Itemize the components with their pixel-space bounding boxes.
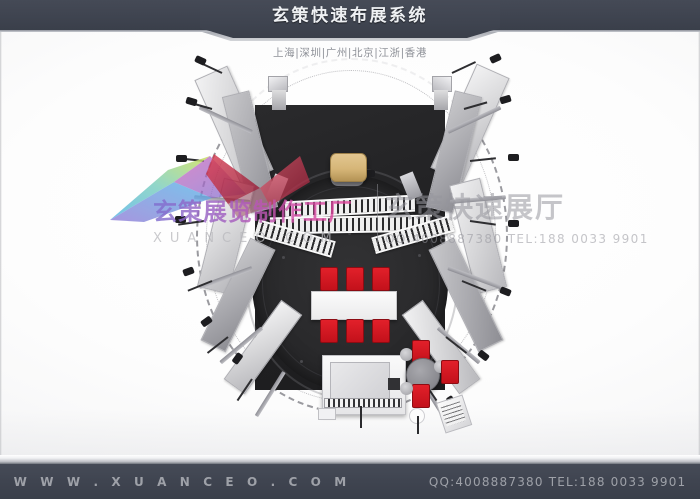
spotlight-head	[499, 94, 512, 105]
conference-table	[311, 291, 397, 320]
left-edge-shadow	[0, 30, 2, 457]
page-title: 玄策快速布展系统	[272, 6, 428, 26]
floor-box	[388, 378, 400, 390]
spotlight-head	[182, 266, 195, 277]
display-pole	[360, 406, 362, 428]
round-table-chair	[412, 384, 430, 408]
floor-pole	[417, 416, 419, 434]
footer-highlight	[0, 455, 700, 464]
floor-marker	[418, 254, 421, 257]
round-table-chair	[441, 360, 459, 384]
floor-marker	[348, 232, 351, 235]
conference-chair	[372, 267, 390, 291]
display-stand-base	[324, 398, 402, 408]
round-table-stool	[400, 382, 413, 395]
spotlight-head	[499, 286, 512, 297]
round-table-stool	[400, 348, 413, 361]
display-accessory	[318, 408, 336, 420]
right-edge-shadow	[698, 30, 700, 457]
footer-contact: QQ:4008887380 TEL:188 0033 9901	[428, 474, 687, 489]
conference-chair	[346, 267, 364, 291]
conference-chair	[320, 319, 338, 343]
footer-content: W W W . X U A N C E O . C O M QQ:4008887…	[0, 464, 700, 499]
spotlight-head	[175, 216, 186, 223]
header-cities: 上海|深圳|广州|北京|江浙|香港	[273, 47, 427, 59]
floor-marker	[300, 360, 303, 363]
header-tab	[200, 0, 500, 38]
spotlight-head	[508, 154, 519, 161]
footer-website[interactable]: W W W . X U A N C E O . C O M	[13, 474, 351, 489]
conference-chair	[372, 319, 390, 343]
projector-mount-left	[272, 90, 286, 110]
reception-counter	[330, 153, 367, 182]
projector-mount-right	[434, 90, 448, 110]
footer-bar: W W W . X U A N C E O . C O M QQ:4008887…	[0, 464, 700, 499]
booth-render-image	[0, 30, 700, 455]
ceiling-light-head	[364, 170, 375, 177]
spotlight-head	[185, 96, 198, 107]
conference-chair	[346, 319, 364, 343]
floor-marker	[282, 256, 285, 259]
spotlight-head	[176, 155, 187, 162]
spotlight-head	[508, 220, 519, 227]
conference-chair	[320, 267, 338, 291]
